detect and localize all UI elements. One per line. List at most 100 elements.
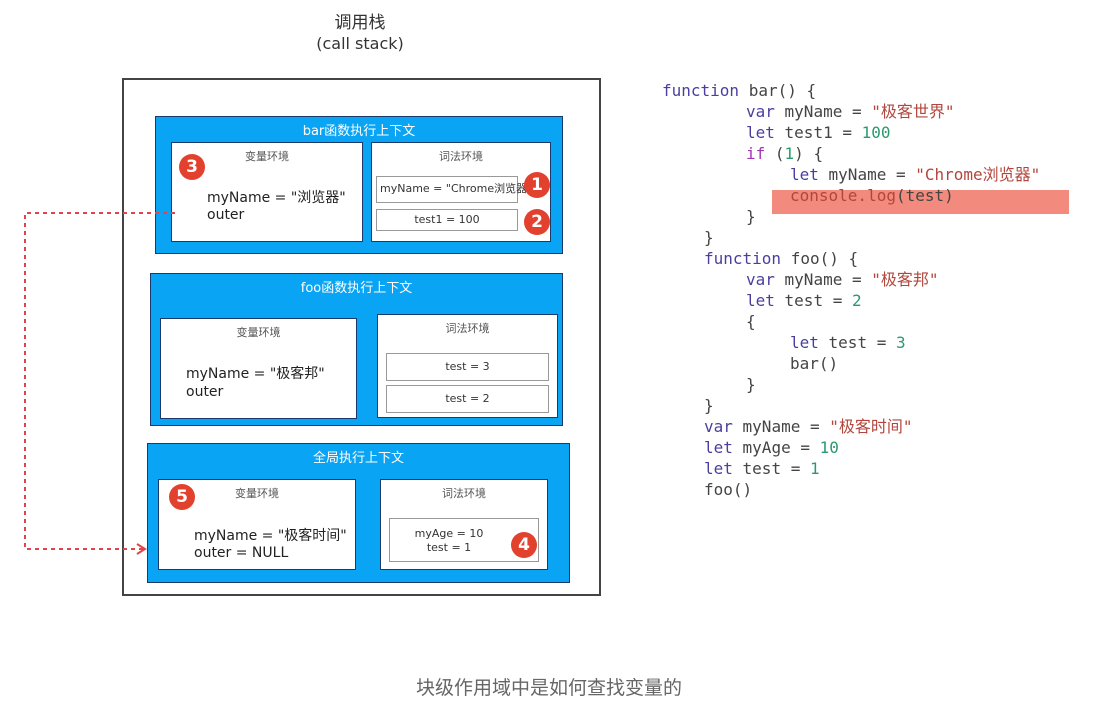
code-token: myAge =	[732, 438, 820, 457]
code-highlight	[772, 190, 1069, 214]
code-line: var myName = "极客邦"	[662, 269, 1040, 290]
code-line: {	[662, 311, 1040, 332]
bar-lex-cell-myname: myName = "Chrome浏览器"	[376, 176, 532, 203]
code-line: console.log(test)	[662, 185, 1040, 206]
code-token: test =	[774, 291, 852, 310]
foo-lex-cell-test2: test = 2	[386, 385, 549, 413]
global-execution-context: 全局执行上下文 变量环境 myName = "极客时间" outer = NUL…	[147, 443, 570, 583]
code-token: 3	[895, 333, 906, 352]
code-token: test1 =	[774, 123, 862, 142]
code-token: if	[746, 144, 766, 163]
code-token: console.log	[790, 186, 896, 205]
step-badge-4: 4	[511, 532, 537, 558]
code-token: }	[746, 375, 756, 394]
step-badge-3: 3	[179, 154, 205, 180]
code-token: myName =	[774, 102, 872, 121]
code-token: }	[704, 396, 714, 415]
foo-lexical-env-title: 词法环境	[445, 322, 490, 335]
code-token: let	[746, 291, 775, 310]
step-badge-1: 1	[524, 172, 550, 198]
foo-lex-cell-test3: test = 3	[386, 353, 549, 381]
bar-context-title: bar函数执行上下文	[302, 124, 416, 139]
code-line: bar()	[662, 353, 1040, 374]
code-line: }	[662, 395, 1040, 416]
bar-var-outer: outer	[207, 207, 245, 223]
figure-caption: 块级作用域中是如何查找变量的	[415, 677, 682, 699]
code-token: test =	[732, 459, 810, 478]
bar-variable-env: 变量环境 myName = "浏览器" outer	[171, 142, 363, 242]
code-token: let	[746, 123, 775, 142]
code-token: 2	[851, 291, 862, 310]
code-token: function	[704, 249, 782, 268]
code-token: 100	[861, 123, 891, 142]
code-token: test =	[818, 333, 896, 352]
foo-var-outer: outer	[186, 384, 224, 400]
bar-lex-cell-test1: test1 = 100	[376, 209, 518, 231]
bar-var-myname: myName = "浏览器"	[207, 190, 346, 206]
code-token: myName =	[732, 417, 830, 436]
call-stack-title: 调用栈	[334, 13, 386, 33]
code-token: (test)	[895, 186, 954, 205]
code-token: (	[765, 144, 785, 163]
code-token: let	[790, 333, 819, 352]
code-line: let test = 1	[662, 458, 1040, 479]
code-line: let test = 3	[662, 332, 1040, 353]
code-token: foo() {	[781, 249, 859, 268]
global-var-myname: myName = "极客时间"	[194, 528, 347, 544]
code-line: function foo() {	[662, 248, 1040, 269]
outer-reference-path	[24, 212, 175, 550]
foo-lexical-env: 词法环境 test = 3 test = 2	[377, 314, 558, 418]
code-token: "极客邦"	[871, 270, 939, 289]
code-token: let	[790, 165, 819, 184]
call-stack-subtitle: (call stack)	[316, 34, 404, 53]
code-line: if (1) {	[662, 143, 1040, 164]
code-line: }	[662, 374, 1040, 395]
code-line: let test = 2	[662, 290, 1040, 311]
arrow-head-icon	[136, 543, 147, 555]
foo-variable-env: 变量环境 myName = "极客邦" outer	[160, 318, 357, 419]
foo-var-myname: myName = "极客邦"	[186, 366, 325, 382]
code-token: var	[746, 270, 775, 289]
code-line: let myAge = 10	[662, 437, 1040, 458]
code-line: let myName = "Chrome浏览器"	[662, 164, 1040, 185]
bar-lexical-env: 词法环境 myName = "Chrome浏览器" test1 = 100	[371, 142, 551, 242]
global-lex-myage: myAge = 10	[414, 527, 484, 540]
code-token: foo()	[704, 480, 753, 499]
code-panel: function bar() {var myName = "极客世界"let t…	[662, 80, 1040, 500]
code-token: let	[704, 438, 733, 457]
foo-execution-context: foo函数执行上下文 变量环境 myName = "极客邦" outer 词法环…	[150, 273, 563, 426]
code-token: function	[662, 81, 740, 100]
code-token: bar()	[790, 354, 839, 373]
code-token: 1	[809, 459, 820, 478]
global-lexical-env-title: 词法环境	[442, 487, 486, 500]
global-context-title: 全局执行上下文	[312, 451, 404, 466]
code-token: ) {	[794, 144, 824, 163]
code-token: myName =	[818, 165, 916, 184]
bar-lexical-env-title: 词法环境	[439, 150, 483, 163]
call-stack-frame	[122, 78, 601, 596]
global-variable-env-title: 变量环境	[235, 487, 279, 500]
code-token: "极客时间"	[829, 417, 913, 436]
code-token: 1	[784, 144, 795, 163]
code-line: }	[662, 227, 1040, 248]
code-token: bar() {	[739, 81, 817, 100]
global-var-outer: outer = NULL	[194, 545, 289, 561]
bar-execution-context: bar函数执行上下文 变量环境 myName = "浏览器" outer 词法环…	[155, 116, 563, 254]
code-token: {	[746, 312, 756, 331]
global-lex-cell: myAge = 10 test = 1	[389, 518, 539, 562]
foo-variable-env-title: 变量环境	[236, 326, 281, 339]
code-token: var	[704, 417, 733, 436]
code-token: "Chrome浏览器"	[915, 165, 1041, 184]
code-line: }	[662, 206, 1040, 227]
code-token: var	[746, 102, 775, 121]
code-token: "极客世界"	[871, 102, 955, 121]
code-line: foo()	[662, 479, 1040, 500]
code-line: var myName = "极客时间"	[662, 416, 1040, 437]
code-line: let test1 = 100	[662, 122, 1040, 143]
code-line: var myName = "极客世界"	[662, 101, 1040, 122]
global-lex-test: test = 1	[426, 541, 472, 554]
step-badge-2: 2	[524, 209, 550, 235]
code-token: myName =	[774, 270, 872, 289]
code-line: function bar() {	[662, 80, 1040, 101]
